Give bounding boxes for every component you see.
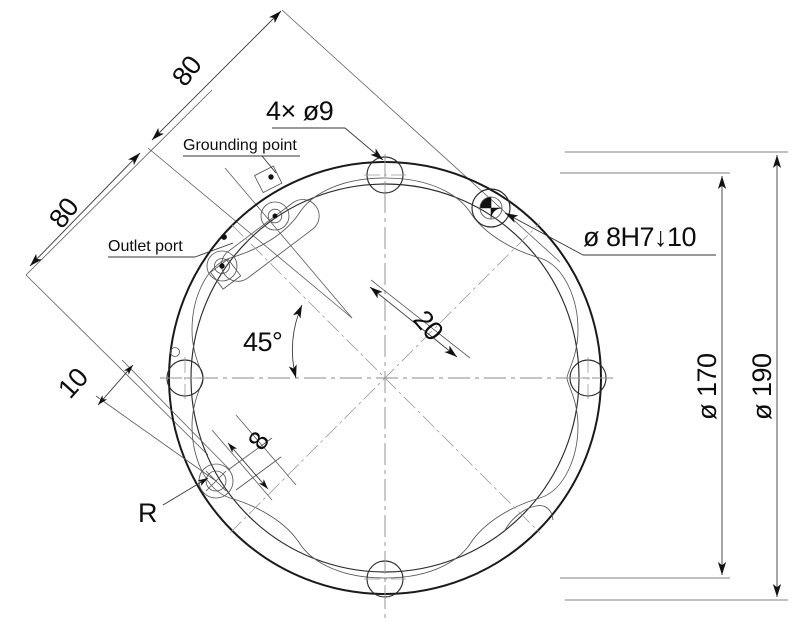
dim-line-80-upper <box>151 10 282 141</box>
dowel-hole-outer <box>471 188 511 228</box>
dia170-label: ø 170 <box>692 353 722 420</box>
outlet-port-boss-lower-inner <box>214 258 230 274</box>
dowel-leader <box>504 212 584 256</box>
vent-hole-small <box>170 347 180 357</box>
dowel-hole-group <box>471 188 511 228</box>
outlet-port-boss-upper-inner <box>267 208 283 224</box>
dim10-label: 10 <box>52 362 94 404</box>
centerline-diagonal-b <box>231 224 541 534</box>
grounding-point-tab <box>253 165 283 194</box>
dimension-80-upper <box>151 10 282 141</box>
centerlines <box>160 155 613 620</box>
dimension-45deg: 45° <box>243 304 303 379</box>
outlet-port-group <box>206 199 320 290</box>
bolt-holes-group <box>164 154 609 600</box>
callout-dowel: ø 8H7↓10 <box>504 212 716 256</box>
dim8-label: 8 <box>242 427 275 456</box>
outlet-port-boss-upper-dot <box>272 213 278 219</box>
dia190-label: ø 190 <box>747 353 777 420</box>
callout-radius: R <box>138 477 209 528</box>
dim8-line <box>227 442 269 490</box>
dim10-ext-a <box>95 395 217 482</box>
dim45-label: 45° <box>243 327 282 357</box>
grounding-point-leader <box>261 155 277 174</box>
dim80-upper-label: 80 <box>166 50 208 91</box>
ext-line-corner-b <box>224 167 353 319</box>
grounding-point-group <box>253 165 283 194</box>
outlet-port-boss-lower <box>206 250 238 282</box>
bolt-holes-label: 4× ø9 <box>266 96 333 126</box>
dim80-lower-label: 80 <box>43 192 85 233</box>
outlet-port-slot <box>221 199 320 282</box>
dim45-arc <box>288 304 303 379</box>
ext-line-corner-a <box>147 147 353 319</box>
outlet-port-marker-dot <box>221 234 227 240</box>
dimension-dia170: ø 170 <box>560 172 730 579</box>
dim20-line <box>369 286 458 358</box>
dimension-80-lower <box>29 152 141 267</box>
callout-grounding-point: Grounding point <box>183 137 300 174</box>
dowel-label: ø 8H7↓10 <box>583 222 696 252</box>
callout-bolt-holes: 4× ø9 <box>266 96 384 161</box>
outlet-port-boss-upper <box>260 201 290 231</box>
bolt-hole-centermarks <box>164 154 609 600</box>
dimension-dia190: ø 190 <box>565 151 788 601</box>
outlet-port-label: Outlet port <box>108 238 183 255</box>
bolt-holes-leader <box>344 127 384 161</box>
outlet-port-boss-lower-dot <box>219 263 225 269</box>
dim20-label: 20 <box>407 305 449 347</box>
callout-outlet-port: Outlet port <box>108 238 234 258</box>
dim10-line <box>97 364 134 406</box>
radius-leader <box>162 477 209 506</box>
square-frame <box>25 9 561 456</box>
frame-edge-top-right <box>281 9 561 263</box>
notch-lower-right <box>504 505 554 531</box>
dowel-hole-inner <box>479 196 503 220</box>
frame-edge-left-lower <box>25 274 209 456</box>
dim-line-80-lower <box>29 152 141 267</box>
radius-label: R <box>138 498 157 528</box>
outlet-port-tab <box>209 258 242 290</box>
outlet-port-leader <box>194 242 234 258</box>
grounding-point-dot <box>268 174 274 180</box>
grounding-point-label: Grounding point <box>183 137 297 154</box>
dim10-ext-b <box>121 359 231 471</box>
frame-extension-lines <box>147 147 353 319</box>
